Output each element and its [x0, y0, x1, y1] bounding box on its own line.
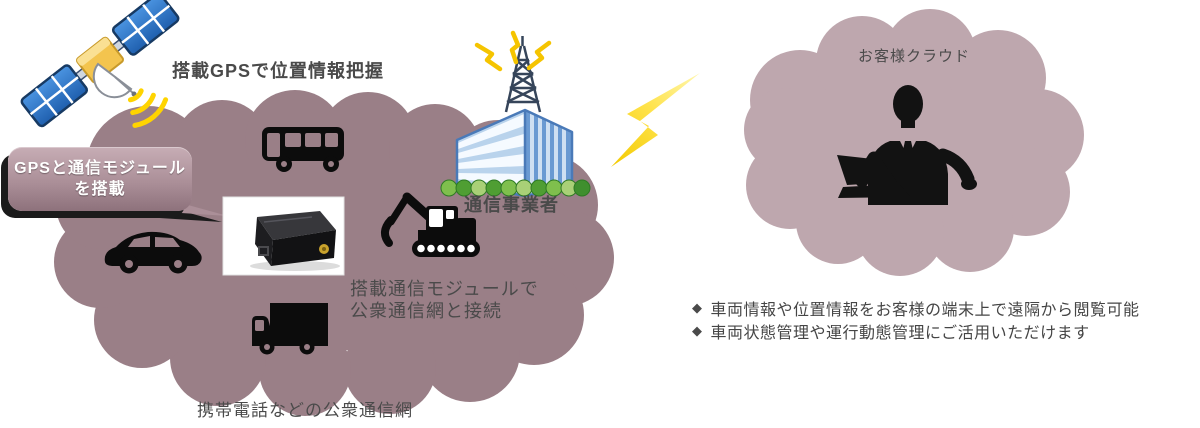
benefit-list: ◆ 車両情報や位置情報をお客様の端末上で遠隔から閲覧可能 ◆ 車両状態管理や運行…: [692, 296, 1140, 342]
building-icon: [455, 108, 574, 198]
benefit-text: 車両情報や位置情報をお客様の端末上で遠隔から閲覧可能: [710, 301, 1140, 319]
gps-module-photo: [222, 196, 345, 276]
radio-waves-icon: [127, 88, 169, 128]
customer-cloud-caption: お客様クラウド: [858, 48, 971, 65]
diamond-bullet-icon: ◆: [692, 299, 703, 315]
excavator-icon: [381, 192, 480, 257]
public-network-caption: 携帯電話などの公衆通信網: [197, 401, 413, 420]
bus-icon: [262, 127, 344, 172]
person-laptop-icon: [837, 85, 977, 205]
truck-icon: [252, 303, 328, 355]
callout-line2: を搭載: [74, 181, 126, 198]
carrier-caption: 通信事業者: [464, 195, 559, 215]
diamond-bullet-icon: ◆: [692, 322, 703, 338]
callout-line1: GPSと通信モジュール: [14, 160, 186, 177]
lightning-bolt-icon: [611, 73, 700, 167]
satellite-icon: [20, 0, 180, 128]
satellite-caption: 搭載GPSで位置情報把握: [172, 61, 385, 81]
module-connection-note: 搭載通信モジュールで 公衆通信網と接続: [350, 278, 539, 322]
gps-module-callout: GPSと通信モジュール を搭載: [8, 147, 192, 211]
module-note-line1: 搭載通信モジュールで: [350, 279, 539, 299]
car-icon: [104, 231, 202, 274]
benefit-item: ◆ 車両状態管理や運行動態管理にご活用いただけます: [692, 319, 1140, 342]
benefit-item: ◆ 車両情報や位置情報をお客様の端末上で遠隔から閲覧可能: [692, 296, 1140, 319]
module-note-line2: 公衆通信網と接続: [350, 301, 502, 321]
tree-icons: [440, 179, 591, 197]
antenna-tower-icon: [504, 36, 542, 113]
benefit-text: 車両状態管理や運行動態管理にご活用いただけます: [710, 324, 1090, 342]
spark-icons: [474, 30, 552, 72]
